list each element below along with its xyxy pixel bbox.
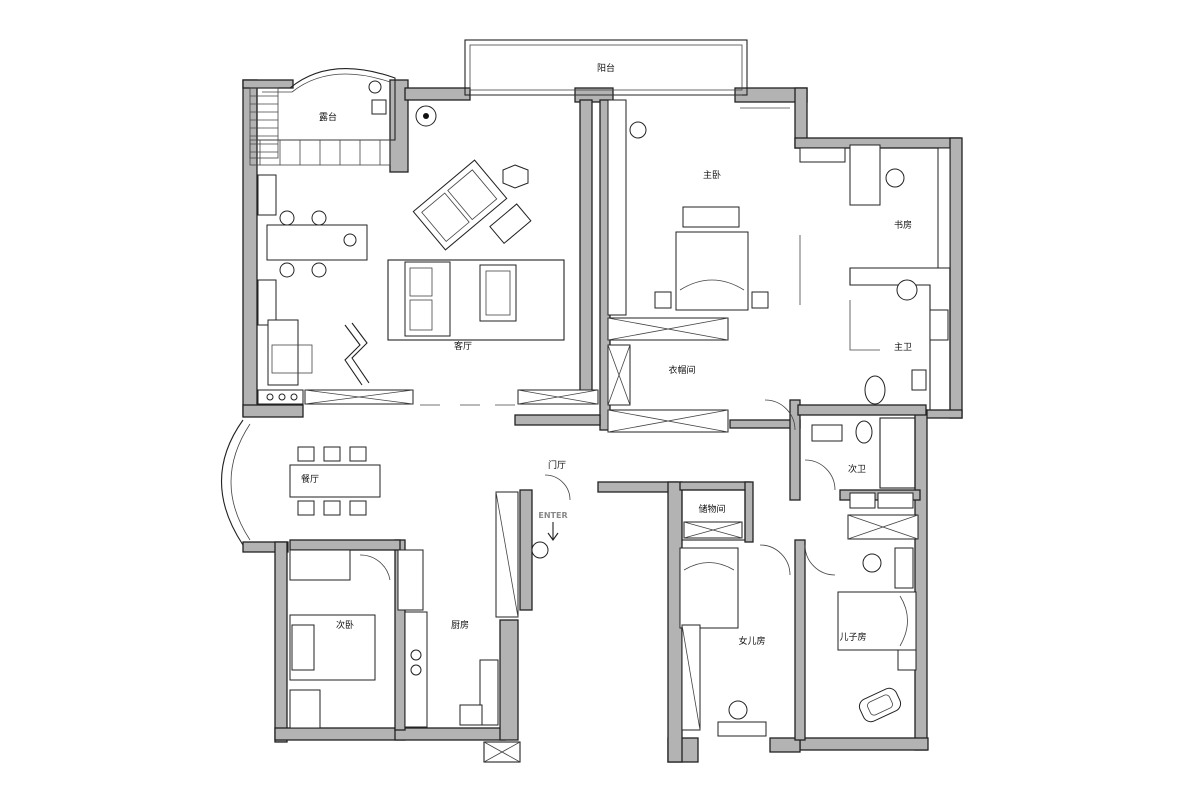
chair-icon [885, 168, 905, 188]
bed [679, 547, 739, 629]
room-label-terrace: 露台 [319, 111, 337, 123]
room-label-study: 书房 [894, 219, 912, 231]
room-label-dining: 餐厅 [301, 473, 319, 485]
wardrobe [289, 549, 351, 581]
chair-icon [862, 553, 882, 573]
chair-icon [279, 210, 295, 226]
coffee-table [479, 264, 517, 322]
vanity-sink [811, 424, 843, 442]
room-label-closet: 衣帽间 [668, 364, 695, 376]
piano [267, 319, 299, 386]
side-table [502, 164, 529, 189]
room-label-kitchen: 厨房 [451, 619, 469, 631]
stove-burner-icon [410, 664, 422, 676]
north-balcony: 阳台 [464, 39, 748, 96]
son-room: 儿子房 [804, 544, 917, 723]
dining-table [289, 464, 381, 498]
room-label-foyer: 门厅 [548, 459, 566, 471]
chair-icon [728, 700, 748, 720]
ac-unit-icon [483, 741, 521, 763]
west-terrace: 露台 [249, 68, 437, 166]
chair-icon [629, 121, 647, 139]
chair-icon [349, 446, 367, 462]
sofa [404, 261, 451, 337]
vanity-sink [929, 309, 949, 341]
master-bed [675, 231, 749, 311]
bookshelf [937, 147, 951, 269]
entrance-label: ENTER [538, 511, 567, 520]
room-label-living: 客厅 [454, 340, 472, 352]
dining-bay-window [220, 419, 244, 546]
foyer: 门厅 ENTER [495, 459, 571, 618]
chair-icon [297, 500, 315, 516]
storage-room: 储物间 [681, 489, 746, 541]
secondary-bath: 次卫 [804, 417, 919, 540]
kitchen-sink [479, 659, 499, 726]
toy-car-icon [858, 687, 902, 723]
toilet-icon [896, 279, 918, 301]
room-label-daughter: 女儿房 [738, 635, 765, 647]
walk-in-closet: 衣帽间 [607, 317, 796, 433]
chair-icon [297, 446, 315, 462]
chair-icon [311, 262, 327, 278]
chair-icon [323, 500, 341, 516]
desk [717, 721, 767, 737]
study-desk [849, 144, 881, 206]
room-label-secondary-bath: 次卫 [848, 463, 866, 475]
toilet-icon [855, 420, 873, 444]
study: 书房 [799, 144, 951, 269]
dining-room: 餐厅 [220, 419, 381, 546]
cabinet-icon [911, 369, 927, 391]
wardrobe [607, 99, 627, 316]
angled-sofa [412, 159, 508, 251]
fridge [459, 704, 483, 726]
nightstand [654, 291, 672, 309]
lounge-chair [344, 324, 363, 386]
entrance-arrow-icon [547, 522, 559, 541]
passage-markers [420, 389, 599, 406]
living-room: 客厅 [257, 159, 565, 405]
master-bath: 主卫 [849, 267, 951, 411]
headboard-bench [682, 206, 740, 228]
shelf-unit [257, 174, 277, 216]
desk [894, 547, 914, 589]
room-label-master-bath: 主卫 [894, 341, 912, 353]
bathtub-icon [864, 375, 886, 405]
living-rug [387, 259, 565, 341]
stove-burner-icon [410, 649, 422, 661]
terrace-sink [371, 99, 387, 115]
nightstand [751, 291, 769, 309]
second-bedroom: 次卧 [289, 549, 424, 729]
shower [879, 417, 916, 489]
chair-icon [279, 262, 295, 278]
chair-icon [323, 446, 341, 462]
chair-icon [311, 210, 327, 226]
nightstand [897, 649, 917, 671]
plant-icon [531, 541, 549, 559]
daughter-room: 女儿房 [679, 544, 791, 737]
plant-icon [343, 233, 357, 247]
room-label-storage: 储物间 [698, 503, 725, 515]
room-label-master-bedroom: 主卧 [703, 169, 721, 181]
room-label-son: 儿子房 [839, 631, 866, 643]
ottoman [489, 203, 532, 245]
room-label-second-bedroom: 次卧 [336, 619, 354, 631]
plant-pot-icon [368, 80, 382, 94]
kitchen: 厨房 [404, 611, 521, 763]
terrace-decking [249, 87, 391, 166]
chair-icon [349, 500, 367, 516]
master-bedroom: 主卧 [607, 99, 801, 316]
room-label-balcony-north: 阳台 [597, 62, 615, 74]
